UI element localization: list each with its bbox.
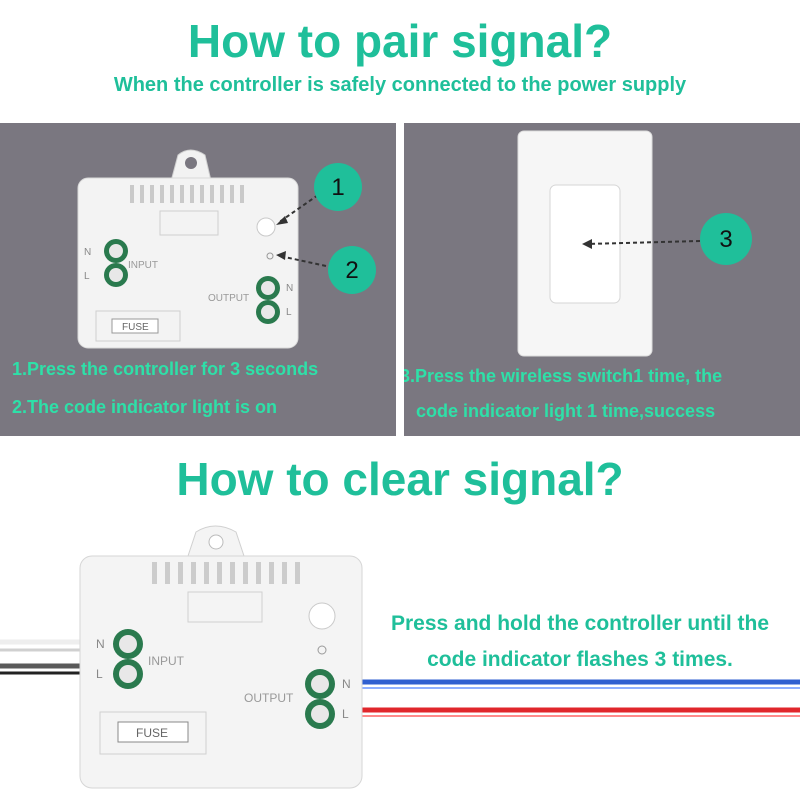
mount-hole	[185, 157, 197, 169]
marker-2	[328, 246, 376, 294]
step-1-text: 1.Press the controller for 3 seconds	[12, 359, 319, 379]
clear-instruction-line1: Press and hold the controller until the	[390, 612, 770, 635]
pair-title: How to pair signal?	[187, 15, 613, 67]
clear-button-icon	[308, 602, 336, 630]
svg-text:N: N	[96, 637, 105, 651]
svg-text:N: N	[286, 283, 293, 294]
svg-text:FUSE: FUSE	[136, 726, 168, 740]
svg-text:N: N	[84, 247, 91, 258]
step-3-text-line2: code indicator light 1 time,success	[416, 401, 716, 421]
svg-text:OUTPUT: OUTPUT	[208, 293, 249, 304]
svg-text:OUTPUT: OUTPUT	[244, 691, 294, 705]
svg-text:N: N	[342, 677, 351, 691]
controller-body	[77, 177, 299, 349]
clear-title: How to clear signal?	[176, 453, 624, 505]
vents	[130, 185, 244, 203]
switch-illustration: 3	[517, 130, 752, 357]
label-window	[159, 210, 219, 236]
svg-text:2: 2	[345, 257, 358, 284]
step-2-text: 2.The code indicator light is on	[12, 397, 278, 417]
pair-controller-panel: N L INPUT OUTPUT N L FUSE 1 2 1.Press th…	[0, 123, 396, 436]
svg-text:L: L	[84, 271, 90, 282]
svg-text:INPUT: INPUT	[128, 260, 158, 271]
fuse-icon	[111, 318, 159, 334]
pair-switch-panel: 3 3.Press the wireless switch1 time, the…	[404, 123, 800, 436]
svg-text:INPUT: INPUT	[148, 654, 185, 668]
step-3-text-line1: 3.Press the wireless switch1 time, the	[404, 366, 723, 386]
svg-text:L: L	[96, 667, 103, 681]
svg-text:1: 1	[331, 174, 344, 201]
pair-subtitle: When the controller is safely connected …	[113, 74, 687, 96]
svg-text:FUSE: FUSE	[122, 322, 149, 333]
svg-text:3: 3	[719, 226, 732, 253]
indicator-light-icon	[266, 252, 274, 260]
clear-fuse-icon	[117, 721, 189, 743]
clear-controller-illustration: N L INPUT OUTPUT N L FUSE	[0, 525, 800, 789]
svg-text:L: L	[342, 707, 349, 721]
marker-3	[700, 213, 752, 265]
pair-button-icon	[256, 217, 276, 237]
clear-indicator-icon	[317, 645, 327, 655]
controller-illustration: N L INPUT OUTPUT N L FUSE 1 2	[77, 149, 376, 349]
svg-text:L: L	[286, 307, 292, 318]
marker-1	[314, 163, 362, 211]
clear-instruction-line2: code indicator flashes 3 times.	[427, 648, 733, 671]
